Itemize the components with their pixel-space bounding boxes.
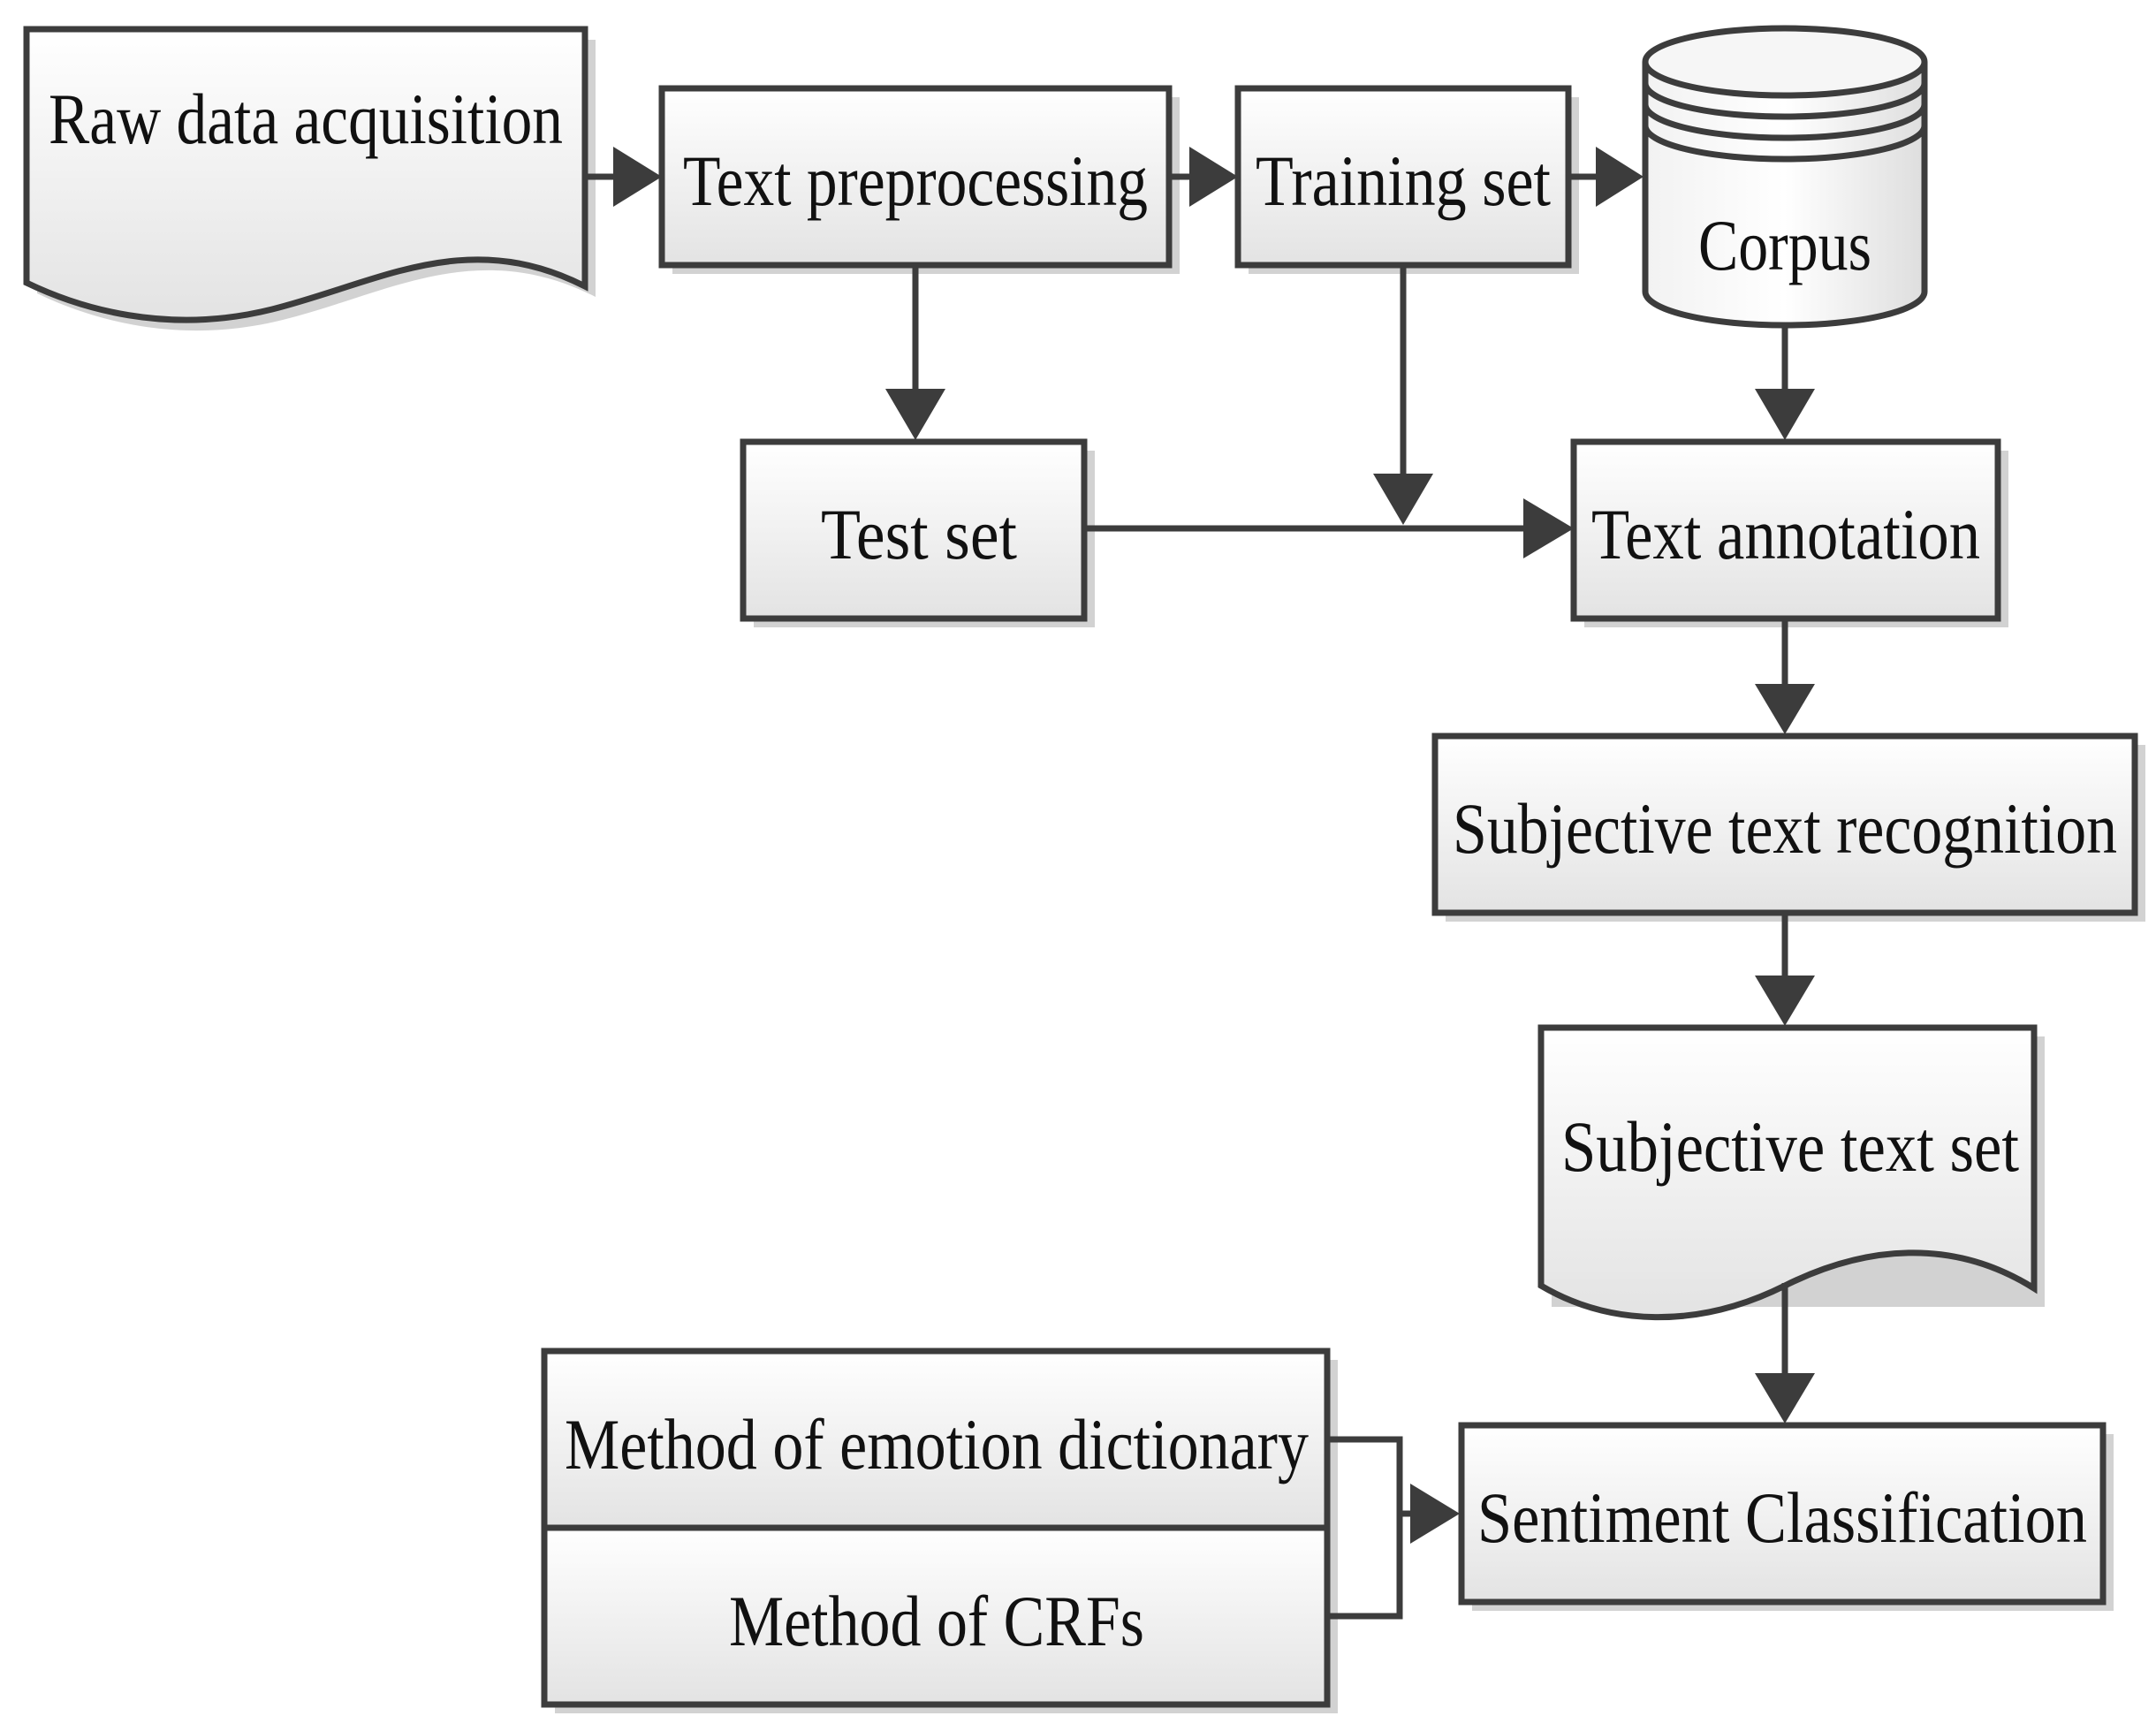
training-set-label: Training set	[1256, 140, 1551, 221]
test-set-node: Test set	[740, 438, 1088, 622]
training-set-node: Training set	[1234, 85, 1572, 269]
methods-group: Method of emotion dictionary Method of C…	[541, 1348, 1331, 1708]
crfs-method-box	[541, 1524, 1331, 1708]
connectors	[585, 147, 1815, 1620]
arrow-annotation-to-recognition	[1755, 619, 1815, 734]
arrow-recognition-to-textset	[1755, 913, 1815, 1026]
subjective-text-recognition-label: Subjective text recognition	[1453, 788, 2117, 869]
arrow-preprocessing-to-test	[885, 265, 945, 440]
corpus-database-node: Corpus	[1642, 25, 1928, 329]
text-preprocessing-node: Text preprocessing	[658, 85, 1173, 269]
arrow-training-down-to-junction	[1373, 265, 1433, 525]
sentiment-classification-label: Sentiment Classification	[1477, 1477, 2087, 1558]
sentiment-classification-node: Sentiment Classification	[1458, 1422, 2107, 1606]
corpus-label: Corpus	[1698, 205, 1871, 285]
text-preprocessing-label: Text preprocessing	[683, 140, 1148, 221]
arrow-textset-to-sentiment	[1755, 1283, 1815, 1424]
raw-data-acquisition-label: Raw data acquisition	[49, 79, 563, 159]
emotion-dictionary-label: Method of emotion dictionary	[565, 1404, 1309, 1484]
emotion-dictionary-method-box	[541, 1348, 1331, 1531]
arrow-corpus-to-annotation	[1755, 325, 1815, 440]
arrow-raw-to-preprocessing	[585, 147, 662, 207]
subjective-text-set-label: Subjective text set	[1561, 1106, 2019, 1187]
arrow-methods-to-sentiment	[1327, 1436, 1460, 1620]
arrow-preprocessing-to-training	[1169, 147, 1238, 207]
text-annotation-node: Text annotation	[1570, 438, 2001, 622]
text-annotation-label: Text annotation	[1591, 494, 1980, 574]
test-set-label: Test set	[821, 494, 1017, 574]
arrow-training-to-corpus	[1568, 147, 1644, 207]
crfs-label: Method of CRFs	[729, 1581, 1144, 1661]
raw-data-acquisition-node: Raw data acquisition	[23, 26, 588, 323]
subjective-text-recognition-node: Subjective text recognition	[1431, 733, 2138, 916]
arrow-test-to-annotation	[1084, 498, 1574, 558]
